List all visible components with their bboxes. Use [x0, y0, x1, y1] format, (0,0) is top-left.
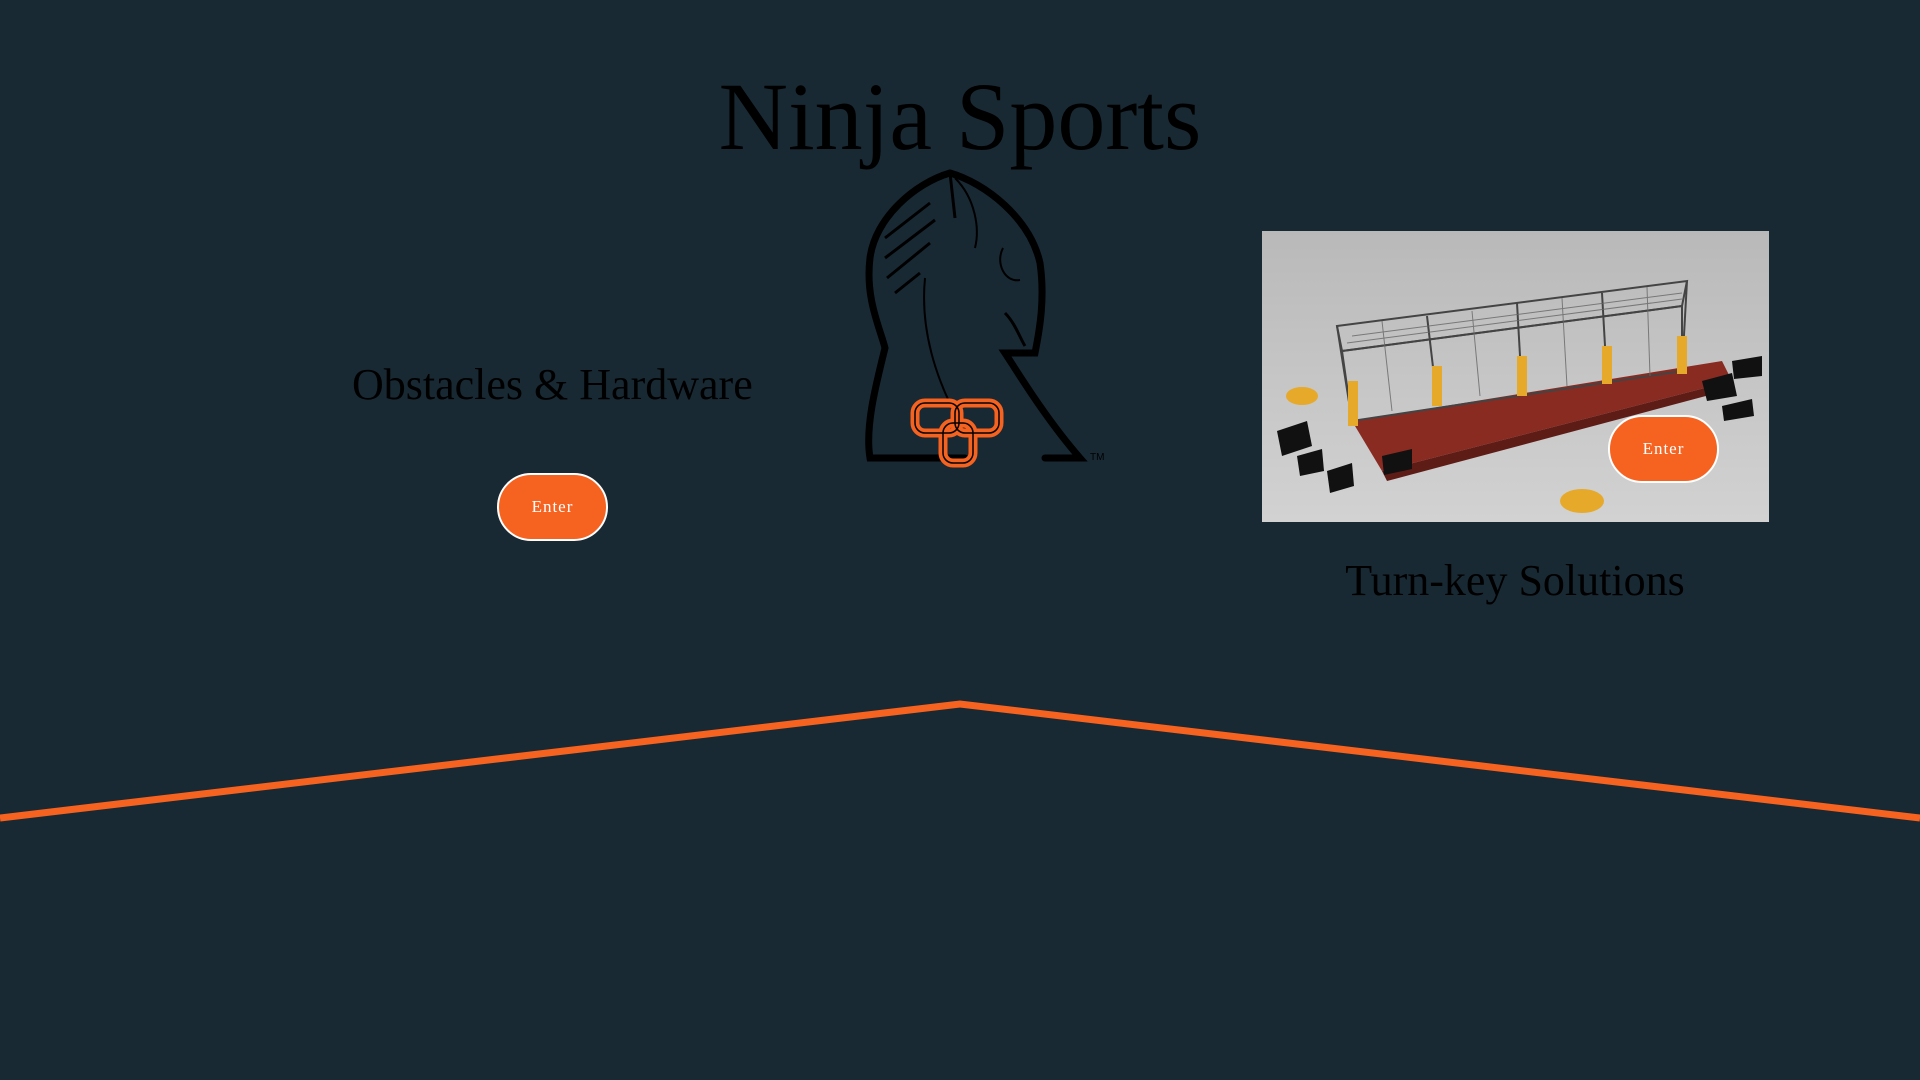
obstacles-enter-button[interactable]: Enter	[497, 473, 608, 541]
turnkey-enter-button[interactable]: Enter	[1608, 415, 1719, 483]
turnkey-solutions-heading: Turn-key Solutions	[1345, 556, 1685, 605]
orange-chevron-divider	[0, 700, 1920, 822]
trademark-mark: TM	[1090, 452, 1104, 463]
page-title: Ninja Sports	[718, 63, 1202, 170]
ninja-head-chain-logo-icon: TM	[865, 169, 1104, 468]
obstacles-hardware-heading: Obstacles & Hardware	[352, 360, 753, 409]
